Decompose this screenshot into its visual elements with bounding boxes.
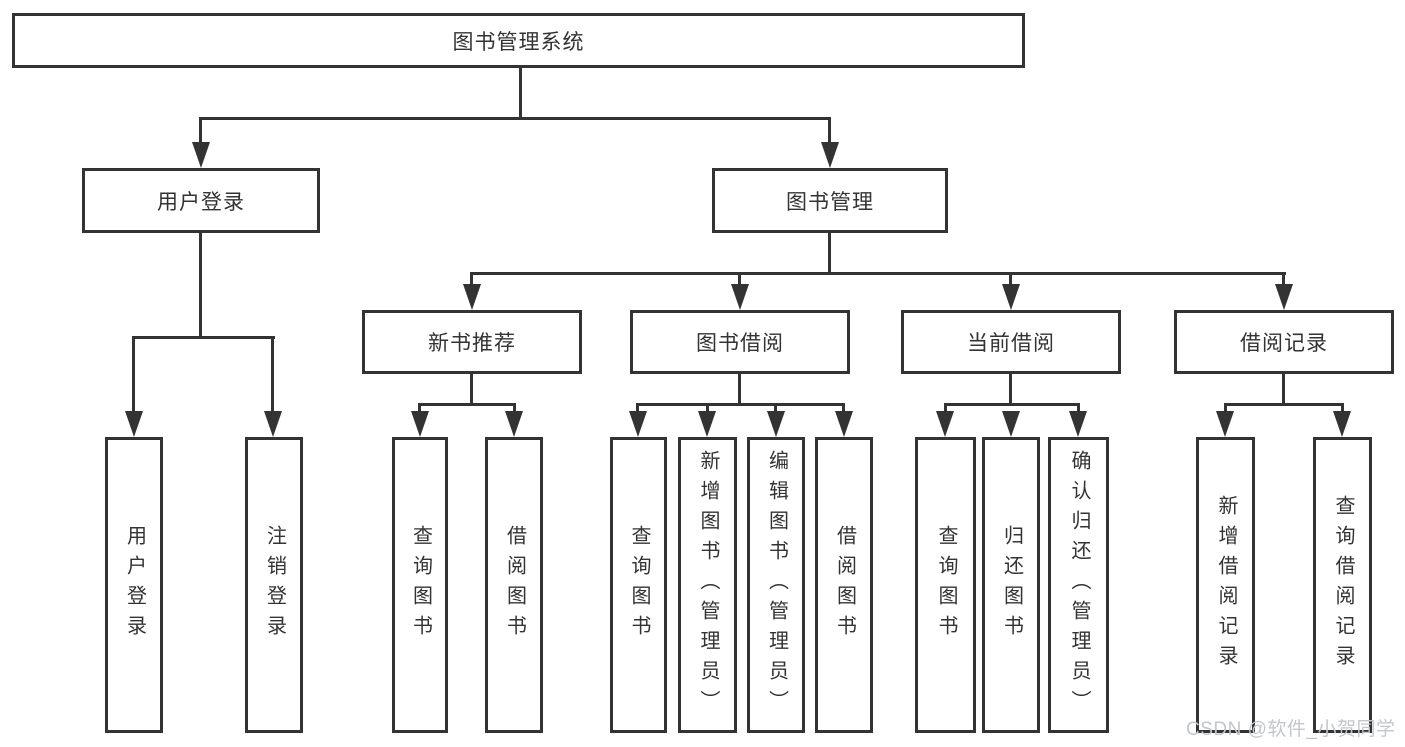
connector-vline [1224, 403, 1227, 415]
connector-vline [513, 403, 516, 415]
node-book-borrow-label: 图书借阅 [696, 332, 784, 355]
connector-vline [470, 272, 473, 286]
arrow-down-icon [1333, 411, 1351, 437]
connector-vline [519, 68, 522, 119]
arrow-down-icon [835, 411, 853, 437]
connector-hline [470, 272, 1286, 275]
leaf-record-add-borrow-record: 新增借阅记录 [1196, 437, 1255, 733]
node-book-management-label: 图书管理 [786, 190, 874, 214]
leaf-logout-label: 注销登录 [263, 525, 286, 645]
leaf-current-query-books: 查询图书 [915, 437, 976, 733]
node-book-management: 图书管理 [712, 168, 948, 233]
connector-hline [418, 403, 516, 406]
arrow-down-icon [1002, 284, 1020, 310]
node-new-book-recommend-label: 新书推荐 [428, 332, 516, 355]
connector-vline [738, 272, 741, 286]
leaf-borrow-add-books-admin: 新增图书（管理员） [678, 437, 737, 733]
leaf-newbook-borrow-books-label: 借阅图书 [503, 525, 526, 645]
connector-vline [1341, 403, 1344, 415]
connector-vline [636, 403, 639, 415]
connector-vline [418, 403, 421, 415]
leaf-borrow-borrow-books: 借阅图书 [815, 437, 873, 733]
connector-hline [944, 403, 1080, 406]
arrow-down-icon [629, 411, 647, 437]
leaf-logout: 注销登录 [245, 437, 303, 733]
connector-vline [1009, 374, 1012, 406]
node-borrow-record-label: 借阅记录 [1240, 332, 1328, 355]
arrow-down-icon [1002, 411, 1020, 437]
leaf-record-add-borrow-record-label: 新增借阅记录 [1215, 495, 1237, 675]
arrow-down-icon [731, 284, 749, 310]
connector-vline [944, 403, 947, 415]
connector-vline [738, 374, 741, 406]
node-library-system-label: 图书管理系统 [452, 30, 585, 54]
connector-hline [1224, 403, 1344, 406]
arrow-down-icon [821, 142, 839, 168]
node-current-borrow-label: 当前借阅 [967, 332, 1055, 355]
arrow-down-icon [936, 411, 954, 437]
connector-vline [1282, 272, 1285, 286]
leaf-current-return-books-label: 归还图书 [1000, 525, 1023, 645]
connector-vline [1009, 272, 1012, 286]
leaf-borrow-edit-books-admin: 编辑图书（管理员） [747, 437, 805, 733]
connector-vline [1282, 374, 1285, 406]
node-current-borrow: 当前借阅 [901, 310, 1121, 374]
arrow-down-icon [505, 411, 523, 437]
arrow-down-icon [1275, 284, 1293, 310]
connector-vline [1077, 403, 1080, 415]
arrow-down-icon [125, 411, 143, 437]
node-user-login: 用户登录 [82, 168, 320, 233]
leaf-borrow-edit-books-admin-label: 编辑图书（管理员） [765, 450, 788, 720]
leaf-borrow-borrow-books-label: 借阅图书 [833, 525, 856, 645]
leaf-borrow-query-books-label: 查询图书 [628, 525, 650, 645]
connector-vline [828, 233, 831, 275]
arrow-down-icon [411, 411, 429, 437]
connector-vline [842, 403, 845, 415]
node-new-book-recommend: 新书推荐 [362, 310, 582, 374]
arrow-down-icon [463, 284, 481, 310]
arrow-down-icon [767, 411, 785, 437]
leaf-borrow-query-books: 查询图书 [610, 437, 667, 733]
connector-vline [470, 374, 473, 406]
leaf-record-query-borrow-record: 查询借阅记录 [1313, 437, 1372, 733]
leaf-user-login-label: 用户登录 [123, 525, 146, 645]
leaf-user-login: 用户登录 [105, 437, 163, 733]
leaf-newbook-query-books: 查询图书 [392, 437, 448, 733]
connector-vline [271, 336, 274, 413]
arrow-down-icon [192, 142, 210, 168]
connector-vline [774, 403, 777, 415]
connector-vline [199, 117, 202, 147]
leaf-newbook-query-books-label: 查询图书 [409, 525, 432, 645]
connector-vline [132, 336, 135, 413]
leaf-borrow-add-books-admin-label: 新增图书（管理员） [697, 450, 719, 720]
leaf-current-confirm-return-admin-label: 确认归还（管理员） [1068, 450, 1090, 720]
node-library-system: 图书管理系统 [12, 13, 1025, 68]
connector-vline [706, 403, 709, 415]
node-user-login-label: 用户登录 [157, 190, 245, 214]
arrow-down-icon [264, 411, 282, 437]
connector-vline [199, 233, 202, 339]
leaf-current-confirm-return-admin: 确认归还（管理员） [1048, 437, 1109, 733]
arrow-down-icon [1216, 411, 1234, 437]
node-book-borrow: 图书借阅 [630, 310, 850, 374]
connector-vline [828, 117, 831, 147]
connector-hline [132, 336, 275, 339]
leaf-newbook-borrow-books: 借阅图书 [485, 437, 543, 733]
arrow-down-icon [698, 411, 716, 437]
csdn-watermark: CSDN @软件_小贺同学 [1186, 719, 1396, 740]
leaf-current-query-books-label: 查询图书 [935, 525, 957, 645]
connector-hline [199, 117, 831, 120]
leaf-record-query-borrow-record-label: 查询借阅记录 [1332, 495, 1354, 675]
node-borrow-record: 借阅记录 [1174, 310, 1394, 374]
arrow-down-icon [1069, 411, 1087, 437]
connector-hline [636, 403, 845, 406]
leaf-current-return-books: 归还图书 [982, 437, 1040, 733]
